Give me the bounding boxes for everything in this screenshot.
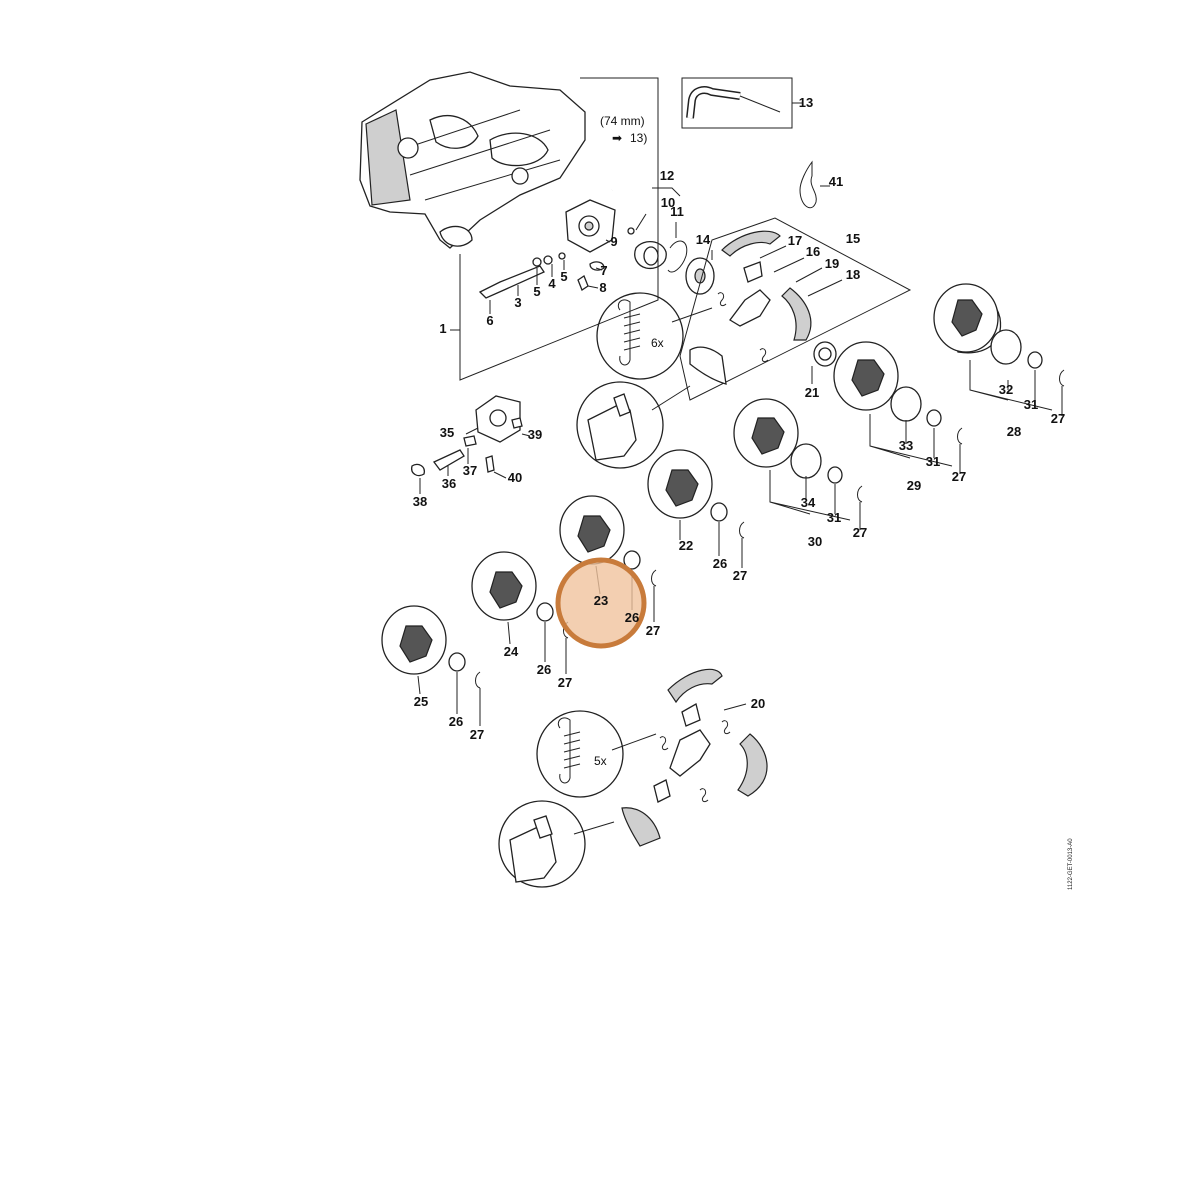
shoe-detail-lower xyxy=(498,800,615,888)
part-label-1: 1 xyxy=(439,321,446,336)
assembly-brackets xyxy=(417,77,1063,726)
part-label-22: 22 xyxy=(679,538,693,553)
part-label-17: 17 xyxy=(788,233,802,248)
part-label-39: 39 xyxy=(528,427,542,442)
oil-hose xyxy=(609,147,655,191)
part-label-28: 28 xyxy=(1007,424,1021,439)
part-label-21: 21 xyxy=(805,385,819,400)
drum-28 xyxy=(933,283,1065,387)
clutch-assembly-lower xyxy=(621,668,768,847)
part-label-38: 38 xyxy=(413,494,427,509)
part-label-32: 32 xyxy=(999,382,1013,397)
part-label-26a: 26 xyxy=(713,556,727,571)
clutch-spring-parts xyxy=(627,227,715,295)
dimension-note: (74 mm) xyxy=(600,114,645,128)
part-label-31b: 31 xyxy=(926,454,940,469)
part-label-13: 13 xyxy=(799,95,813,110)
part-label-9: 9 xyxy=(610,234,617,249)
part-label-35: 35 xyxy=(440,425,454,440)
highlight-marker xyxy=(555,557,647,649)
oil-pump xyxy=(565,199,616,253)
part-label-27c: 27 xyxy=(853,525,867,540)
part-label-3: 3 xyxy=(514,295,521,310)
part-label-25: 25 xyxy=(414,694,428,709)
part-label-23: 23 xyxy=(594,593,608,608)
part-label-8: 8 xyxy=(599,280,606,295)
wire-clip xyxy=(799,160,817,209)
part-label-4: 4 xyxy=(548,276,556,291)
part-label-18: 18 xyxy=(846,267,860,282)
drum-29 xyxy=(833,341,963,445)
part-label-40: 40 xyxy=(508,470,522,485)
engine-housing xyxy=(359,71,586,249)
part-label-41: 41 xyxy=(829,174,843,189)
part-label-16: 16 xyxy=(806,244,820,259)
hose-detail-box xyxy=(681,77,793,129)
part-label-27d: 27 xyxy=(733,568,747,583)
drum-24 xyxy=(471,551,569,639)
part-label-15: 15 xyxy=(846,231,860,246)
oil-pump-lower xyxy=(411,395,523,477)
part-label-6: 6 xyxy=(486,313,493,328)
part-label-27f: 27 xyxy=(558,675,572,690)
part-label-37: 37 xyxy=(463,463,477,478)
spring-detail-6x xyxy=(596,292,713,380)
drum-23 xyxy=(559,495,657,587)
part-label-27b: 27 xyxy=(952,469,966,484)
part-label-36: 36 xyxy=(442,476,456,491)
part-label-26c: 26 xyxy=(449,714,463,729)
part-label-27a: 27 xyxy=(1051,411,1065,426)
dimension-ref: 13) xyxy=(630,131,647,145)
quantity-6x: 6x xyxy=(651,336,664,350)
part-label-31a: 31 xyxy=(1024,397,1038,412)
arrow-glyph: ➡ xyxy=(612,131,622,145)
part-label-24: 24 xyxy=(504,644,519,659)
part-label-5b: 5 xyxy=(560,269,567,284)
shoe-detail xyxy=(576,381,691,469)
part-label-7: 7 xyxy=(600,263,607,278)
drum-25 xyxy=(381,605,481,689)
part-label-31c: 31 xyxy=(827,510,841,525)
part-label-34: 34 xyxy=(801,495,816,510)
drum-30 xyxy=(733,398,863,503)
spring-detail-5x xyxy=(536,710,657,798)
needle-bearing xyxy=(813,341,837,367)
part-label-30: 30 xyxy=(808,534,822,549)
part-label-12: 12 xyxy=(660,168,674,183)
part-label-26d: 26 xyxy=(625,610,639,625)
clutch-assembly-box xyxy=(679,217,912,401)
part-label-5a: 5 xyxy=(533,284,540,299)
part-label-29: 29 xyxy=(907,478,921,493)
part-label-10: 10 xyxy=(661,195,675,210)
part-label-19: 19 xyxy=(825,256,839,271)
part-label-11: 11 xyxy=(670,204,684,219)
drum-22 xyxy=(647,449,745,539)
part-label-26b: 26 xyxy=(537,662,551,677)
drawing-code: 1122-GET-0013-A0 xyxy=(1068,838,1074,890)
quantity-5x: 5x xyxy=(594,754,607,768)
pump-small-parts xyxy=(478,252,605,299)
part-label-27e: 27 xyxy=(646,623,660,638)
part-label-27g: 27 xyxy=(470,727,484,742)
part-label-20: 20 xyxy=(751,696,765,711)
part-label-33: 33 xyxy=(899,438,913,453)
part-label-14: 14 xyxy=(696,232,711,247)
